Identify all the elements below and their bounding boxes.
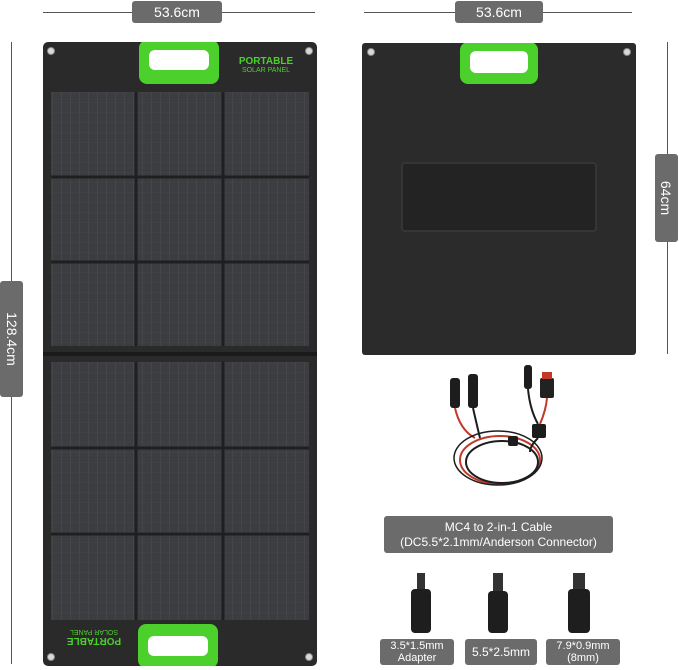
mc4-cable-icon (450, 365, 554, 486)
back-width-label: 53.6cm (455, 1, 543, 23)
adapter-caption-1: 3.5*1.5mm Adapter (380, 639, 454, 665)
back-panel-graphic (367, 43, 631, 232)
cable-caption: MC4 to 2-in-1 Cable (DC5.5*2.1mm/Anderso… (384, 516, 613, 553)
solar-panel-back (362, 43, 636, 355)
front-height-label: 128.4cm (0, 281, 23, 397)
adapter-5525-icon (488, 573, 508, 633)
adapter-caption-3: 7.9*0.9mm (8mm) (546, 639, 620, 665)
adapter-3515-icon (411, 573, 431, 633)
front-width-label: 53.6cm (132, 1, 222, 23)
solar-panel-front: PORTABLE SOLAR PANEL PORTABLE SOLAR PANE… (43, 42, 317, 666)
solar-cells-graphic (43, 42, 317, 666)
brand-text-top: PORTABLE SOLAR PANEL (238, 56, 294, 74)
top-handle-graphic (139, 42, 219, 84)
adapter-7909-icon (568, 573, 590, 633)
adapter-caption-2: 5.5*2.5mm (465, 639, 537, 665)
back-height-label: 64cm (655, 154, 678, 242)
brand-text-bottom: PORTABLE SOLAR PANEL (66, 628, 122, 646)
